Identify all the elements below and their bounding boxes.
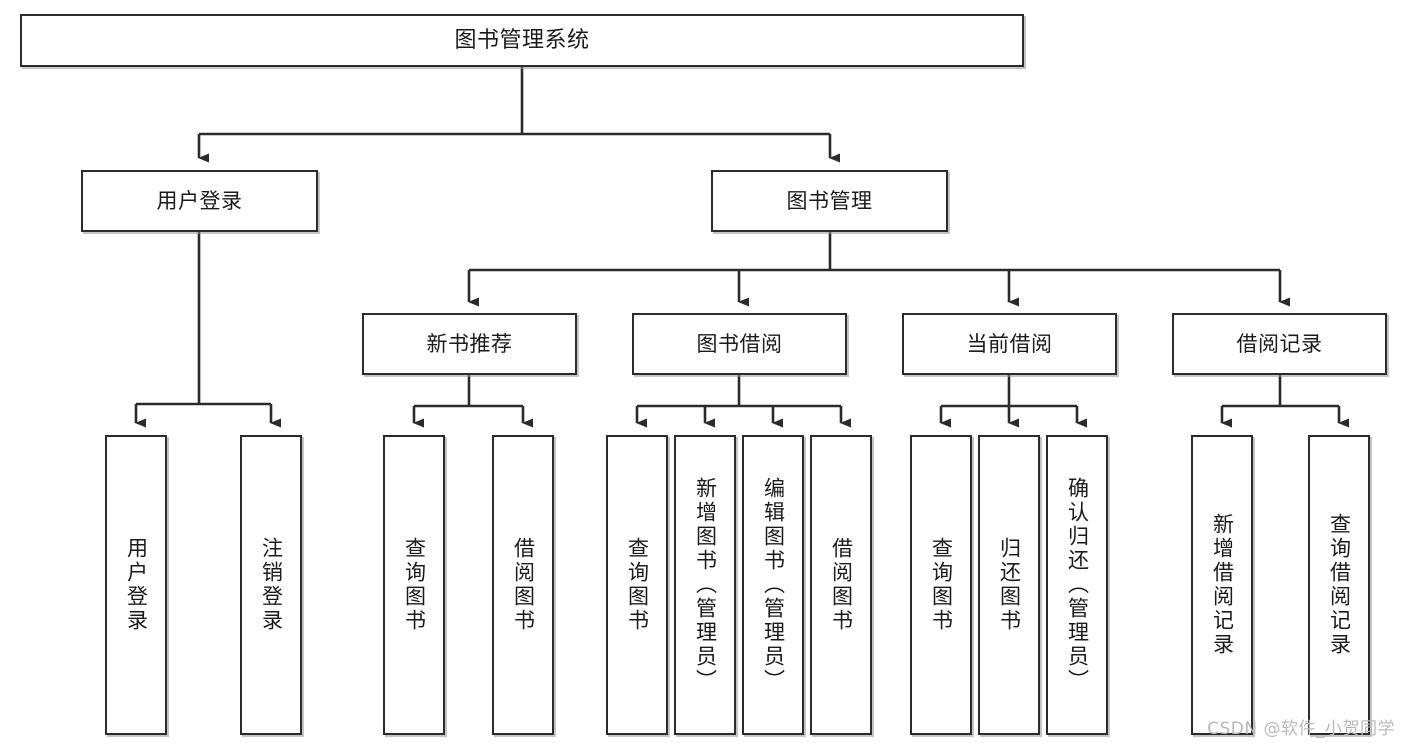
leaf-borrow-record-1-label: 查询借阅记录	[1327, 513, 1352, 657]
leaf-current-borrow-1[interactable]: 归还图书	[978, 435, 1040, 735]
leaf-user-login-0-label: 用户登录	[124, 537, 149, 633]
leaf-book-borrow-2[interactable]: 编辑图书（管理员）	[742, 435, 804, 735]
node-borrow-record[interactable]: 借阅记录	[1172, 313, 1387, 375]
node-root-book-management-system[interactable]: 图书管理系统	[20, 14, 1024, 67]
leaf-book-borrow-3[interactable]: 借阅图书	[810, 435, 872, 735]
leaf-book-borrow-1-label: 新增图书（管理员）	[693, 477, 718, 693]
node-book-borrow[interactable]: 图书借阅	[632, 313, 847, 375]
csdn-watermark: CSDN @软件_小贺同学	[1207, 719, 1395, 739]
leaf-book-borrow-3-label: 借阅图书	[829, 537, 854, 633]
node-book-management[interactable]: 图书管理	[711, 170, 948, 232]
node-book-management-label: 图书管理	[786, 188, 873, 213]
leaf-borrow-record-0[interactable]: 新增借阅记录	[1191, 435, 1253, 735]
node-borrow-record-label: 借阅记录	[1236, 331, 1323, 356]
leaf-book-borrow-0[interactable]: 查询图书	[606, 435, 668, 735]
leaf-borrow-record-1[interactable]: 查询借阅记录	[1308, 435, 1370, 735]
leaf-new-book-1[interactable]: 借阅图书	[492, 435, 554, 735]
leaf-user-login-1[interactable]: 注销登录	[240, 435, 302, 735]
node-current-borrow[interactable]: 当前借阅	[902, 313, 1117, 375]
leaf-current-borrow-2[interactable]: 确认归还（管理员）	[1046, 435, 1108, 735]
leaf-new-book-1-label: 借阅图书	[511, 537, 536, 633]
leaf-new-book-0[interactable]: 查询图书	[383, 435, 445, 735]
leaf-current-borrow-0-label: 查询图书	[929, 537, 954, 633]
leaf-user-login-1-label: 注销登录	[259, 537, 284, 633]
leaf-new-book-0-label: 查询图书	[402, 537, 427, 633]
node-book-borrow-label: 图书借阅	[696, 331, 783, 356]
leaf-user-login-0[interactable]: 用户登录	[105, 435, 167, 735]
leaf-book-borrow-2-label: 编辑图书（管理员）	[761, 477, 786, 693]
leaf-book-borrow-0-label: 查询图书	[625, 537, 650, 633]
leaf-current-borrow-2-label: 确认归还（管理员）	[1065, 477, 1090, 693]
node-user-login-label: 用户登录	[156, 188, 243, 213]
leaf-current-borrow-1-label: 归还图书	[997, 537, 1022, 633]
leaf-current-borrow-0[interactable]: 查询图书	[910, 435, 972, 735]
node-root-label: 图书管理系统	[454, 27, 590, 53]
node-user-login[interactable]: 用户登录	[81, 170, 318, 232]
leaf-borrow-record-0-label: 新增借阅记录	[1210, 513, 1235, 657]
leaf-book-borrow-1[interactable]: 新增图书（管理员）	[674, 435, 736, 735]
node-new-book-recommend-label: 新书推荐	[426, 331, 513, 356]
node-current-borrow-label: 当前借阅	[966, 331, 1053, 356]
node-new-book-recommend[interactable]: 新书推荐	[362, 313, 577, 375]
